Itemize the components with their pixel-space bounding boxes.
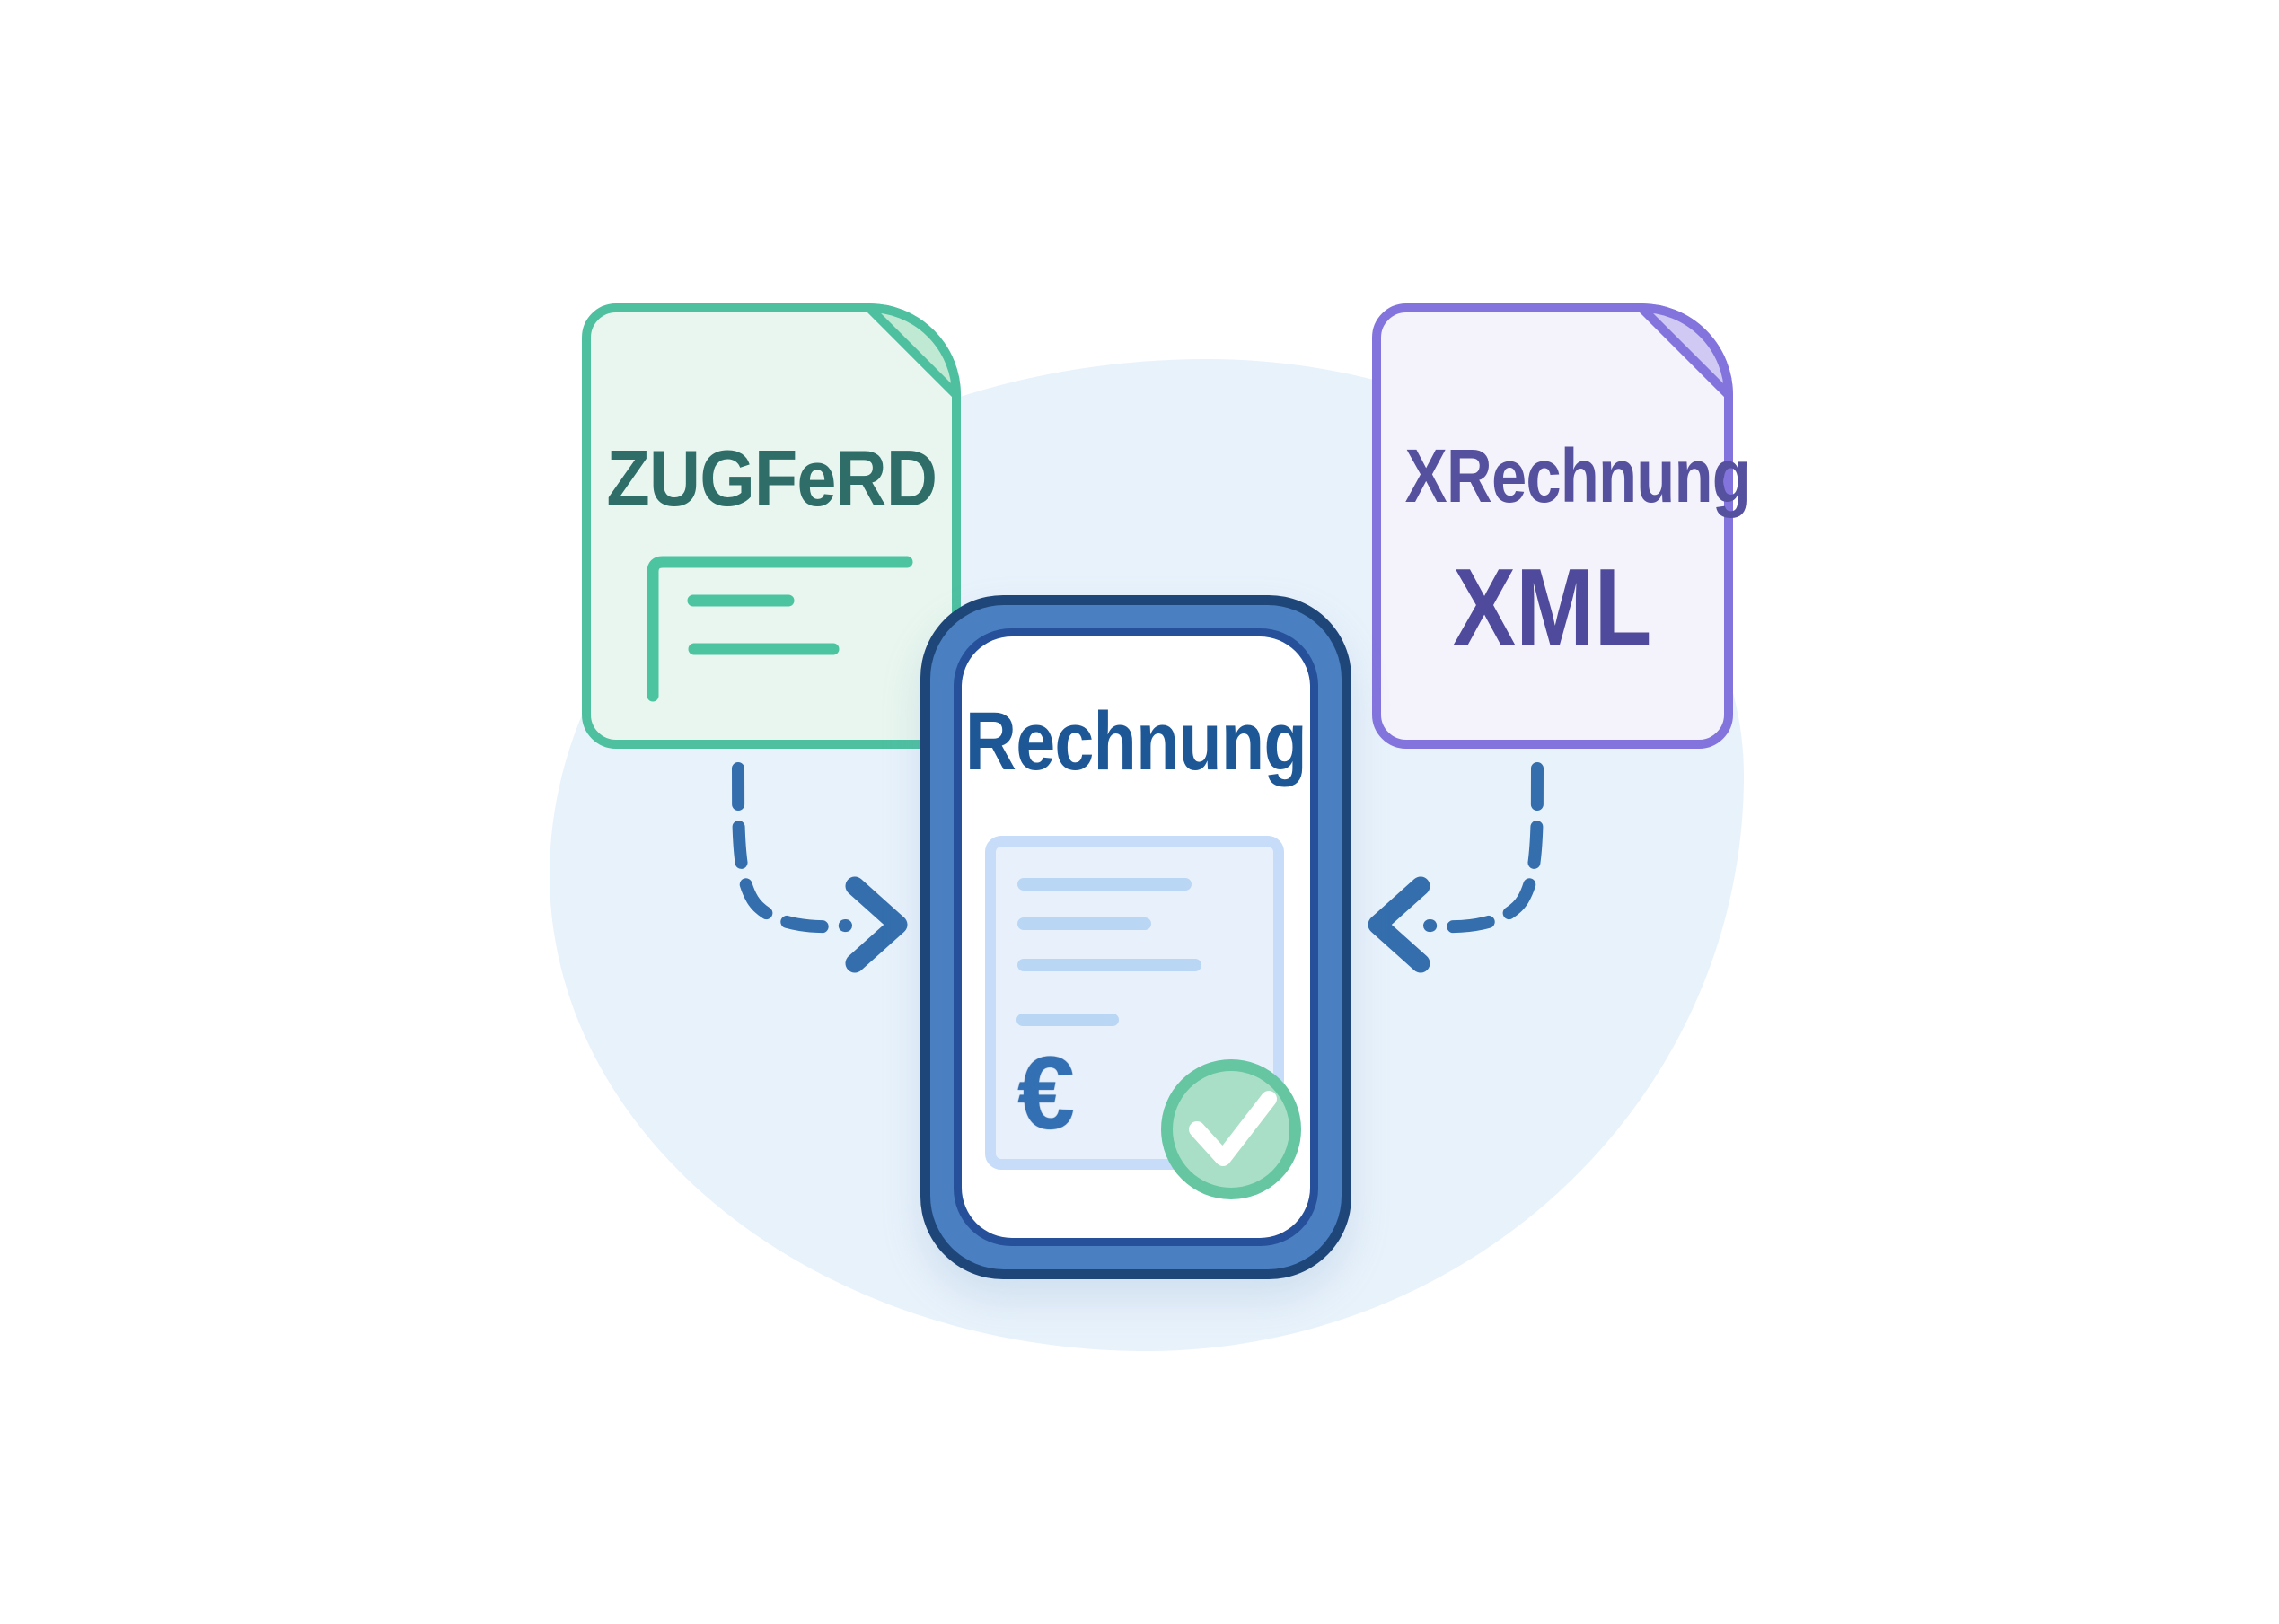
xrechnung-document: XRechnung XML	[1372, 303, 1751, 749]
invoice-text-line	[1017, 917, 1151, 930]
zugferd-label: ZUGFeRD	[606, 434, 937, 522]
xrechnung-label: XRechnung	[1404, 434, 1751, 518]
xrechnung-page-shape	[1372, 303, 1733, 749]
invoice-text-line	[1016, 1014, 1119, 1026]
phone: Rechnung €	[920, 595, 1351, 1279]
euro-sign-icon: €	[1017, 1036, 1075, 1151]
xrechnung-folded-corner-icon	[1637, 303, 1733, 399]
document-outline-lines-icon	[647, 556, 913, 702]
zugferd-page	[582, 303, 961, 749]
check-badge	[1161, 1059, 1301, 1199]
checkmark-icon	[1189, 1091, 1277, 1166]
zugferd-folded-corner-icon	[865, 303, 961, 399]
zugferd-document: ZUGFeRD	[582, 303, 961, 749]
invoice-text-line	[1017, 878, 1192, 891]
xrechnung-xml-label: XML	[1453, 546, 1652, 668]
invoice-text-line	[1017, 959, 1201, 971]
rechnung-title: Rechnung	[965, 696, 1307, 787]
zugferd-page-shape	[582, 303, 961, 749]
xrechnung-page	[1372, 303, 1733, 749]
